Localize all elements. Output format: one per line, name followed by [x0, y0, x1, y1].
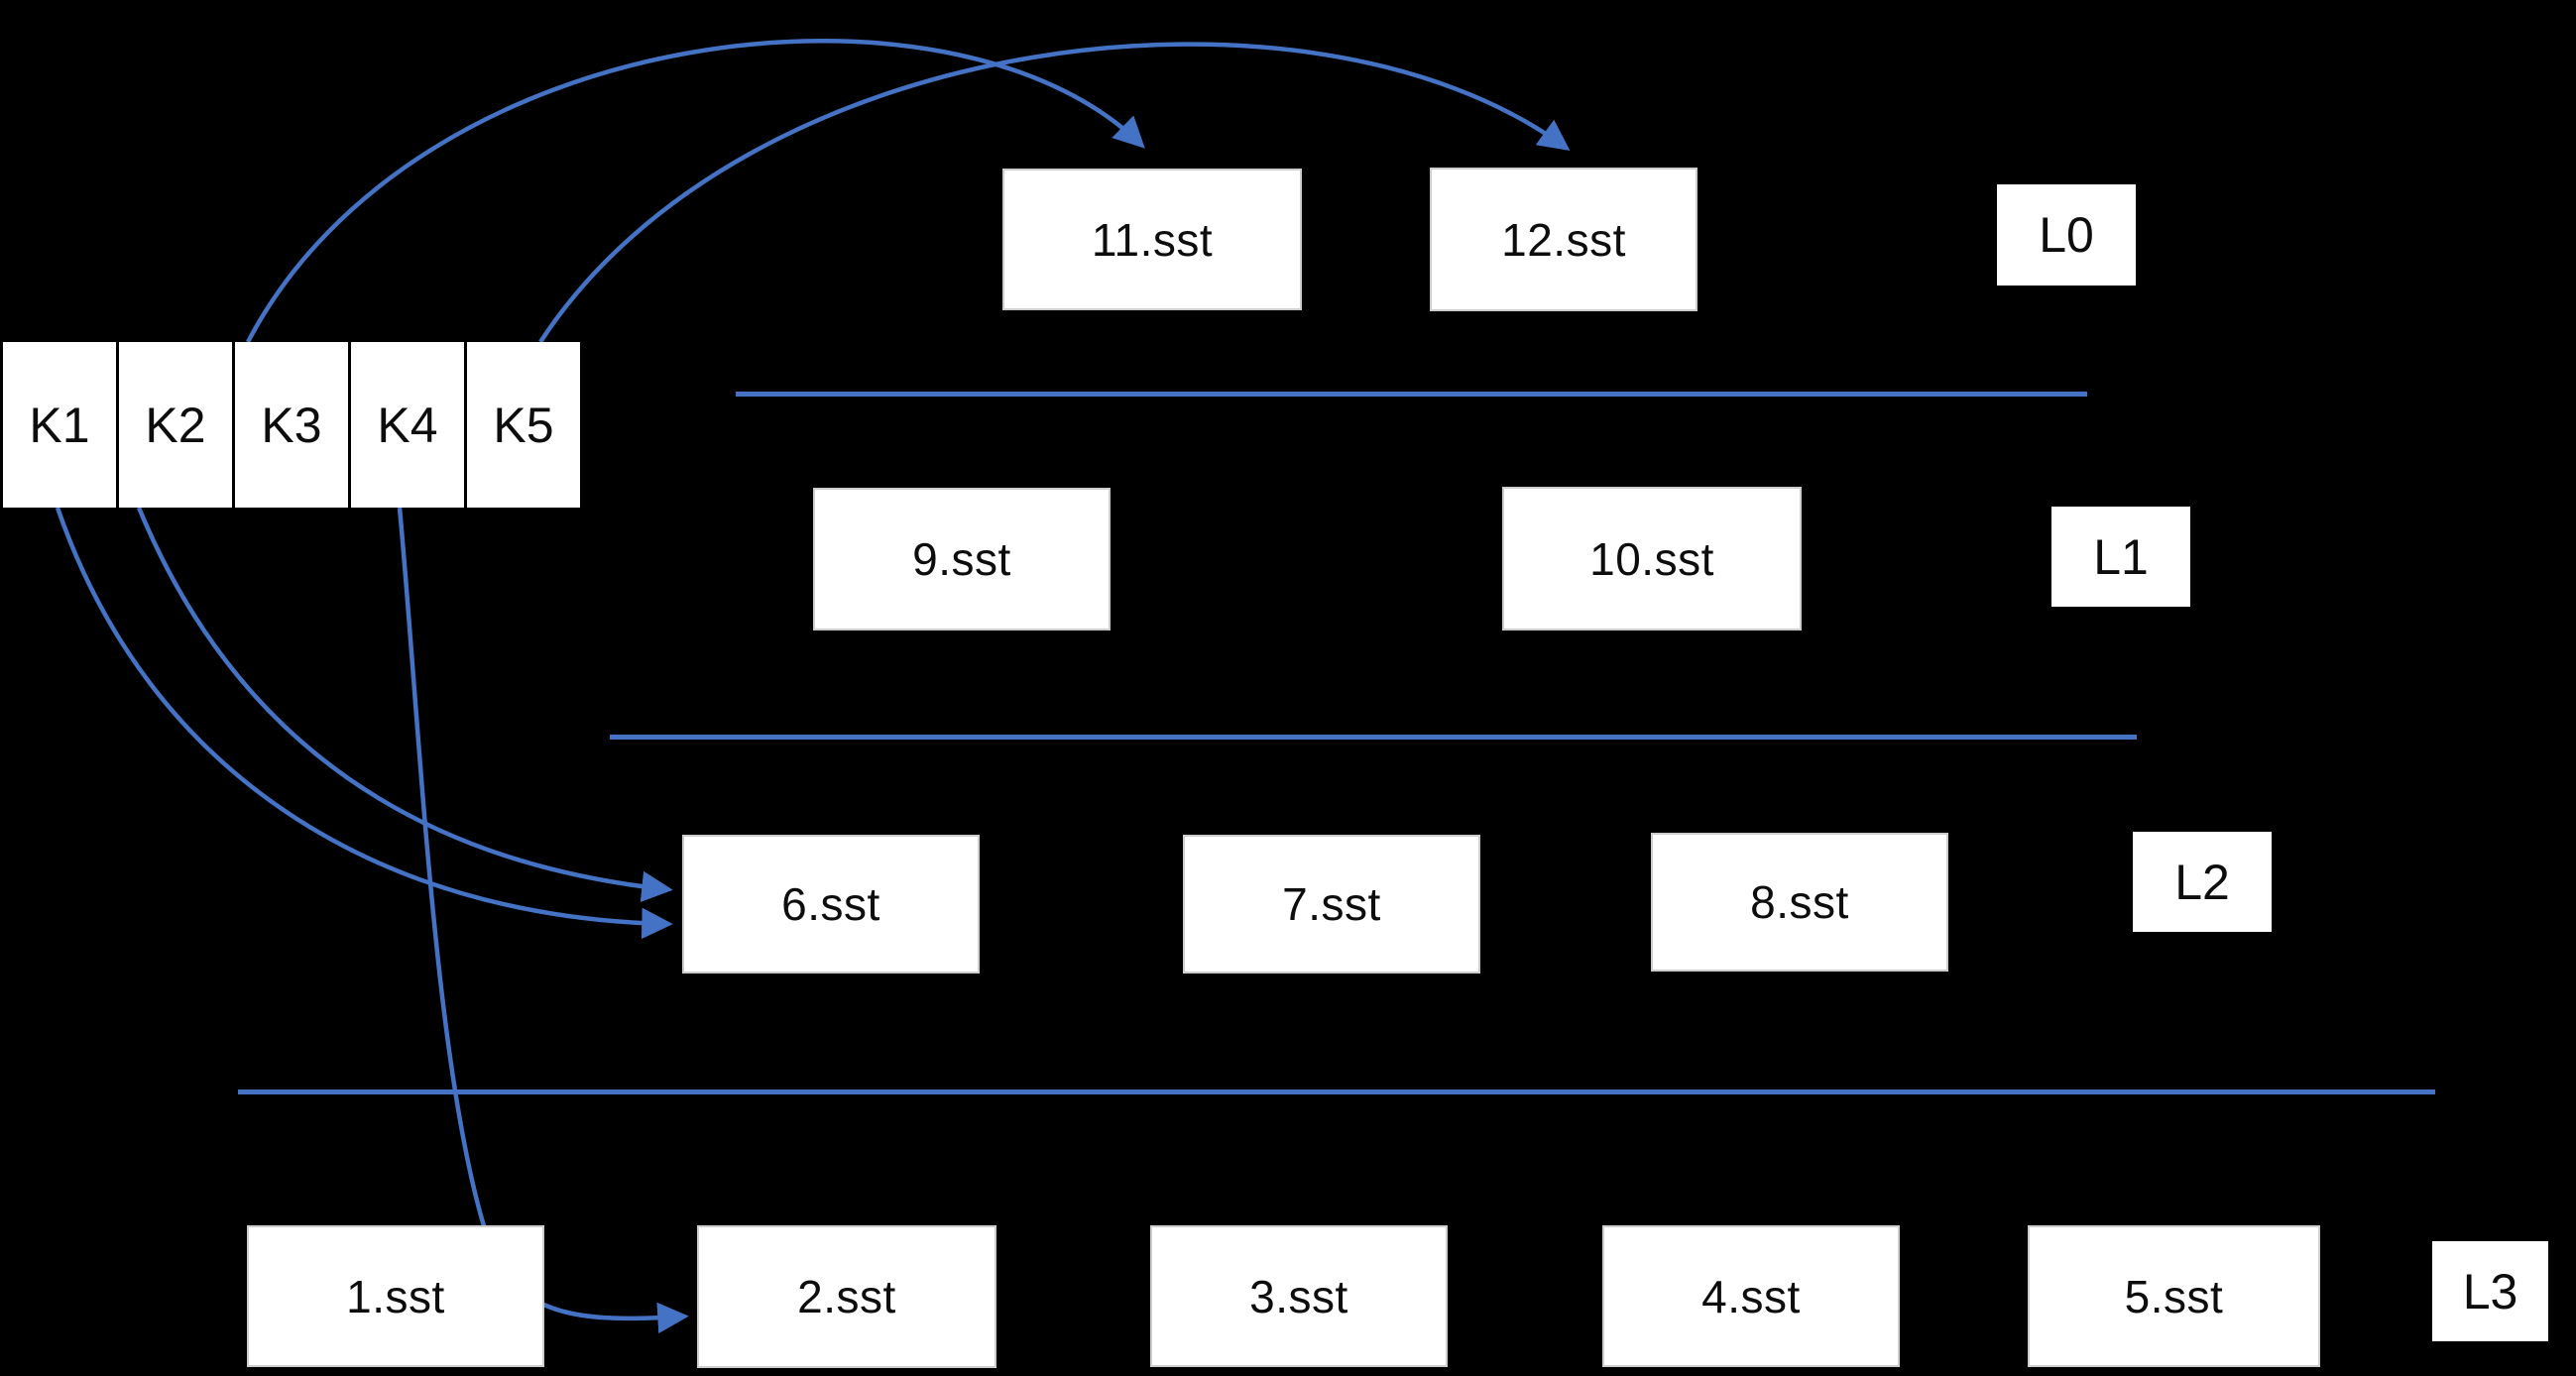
sst-box-2: 2.sst [697, 1225, 996, 1368]
level-label-l0: L0 [1997, 184, 2136, 286]
arrow-k5-to-12sst [538, 42, 1571, 344]
level-label-l1: L1 [2051, 507, 2190, 607]
sst-box-10: 10.sst [1502, 487, 1802, 631]
key-cell-k5: K5 [467, 342, 580, 508]
separator-l2-l3 [238, 1089, 2435, 1094]
sst-box-7: 7.sst [1183, 835, 1480, 974]
sst-box-9: 9.sst [813, 488, 1111, 631]
sst-box-11: 11.sst [1002, 169, 1302, 310]
sst-box-5: 5.sst [2028, 1225, 2320, 1367]
sst-box-4: 4.sst [1602, 1225, 1900, 1367]
key-cell-k3: K3 [235, 342, 348, 508]
separator-l1-l2 [610, 735, 2137, 740]
arrow-k4-to-2sst [397, 507, 689, 1334]
sst-box-6: 6.sst [682, 835, 980, 974]
sst-box-12: 12.sst [1430, 168, 1698, 311]
sst-box-1: 1.sst [247, 1225, 544, 1367]
key-cell-k4: K4 [351, 342, 464, 508]
arrow-k1-to-6sst [55, 507, 673, 940]
arrow-k3-to-11sst [246, 39, 1145, 344]
separator-l0-l1 [736, 392, 2087, 397]
key-cell-k1: K1 [3, 342, 116, 508]
sst-box-8: 8.sst [1651, 833, 1948, 972]
key-cell-k2: K2 [119, 342, 232, 508]
level-label-l2: L2 [2133, 832, 2272, 932]
sst-box-3: 3.sst [1150, 1225, 1448, 1367]
memtable-key-row: K1 K2 K3 K4 K5 [3, 342, 580, 508]
level-label-l3: L3 [2432, 1241, 2548, 1341]
arrow-k2-to-6sst [136, 507, 673, 903]
